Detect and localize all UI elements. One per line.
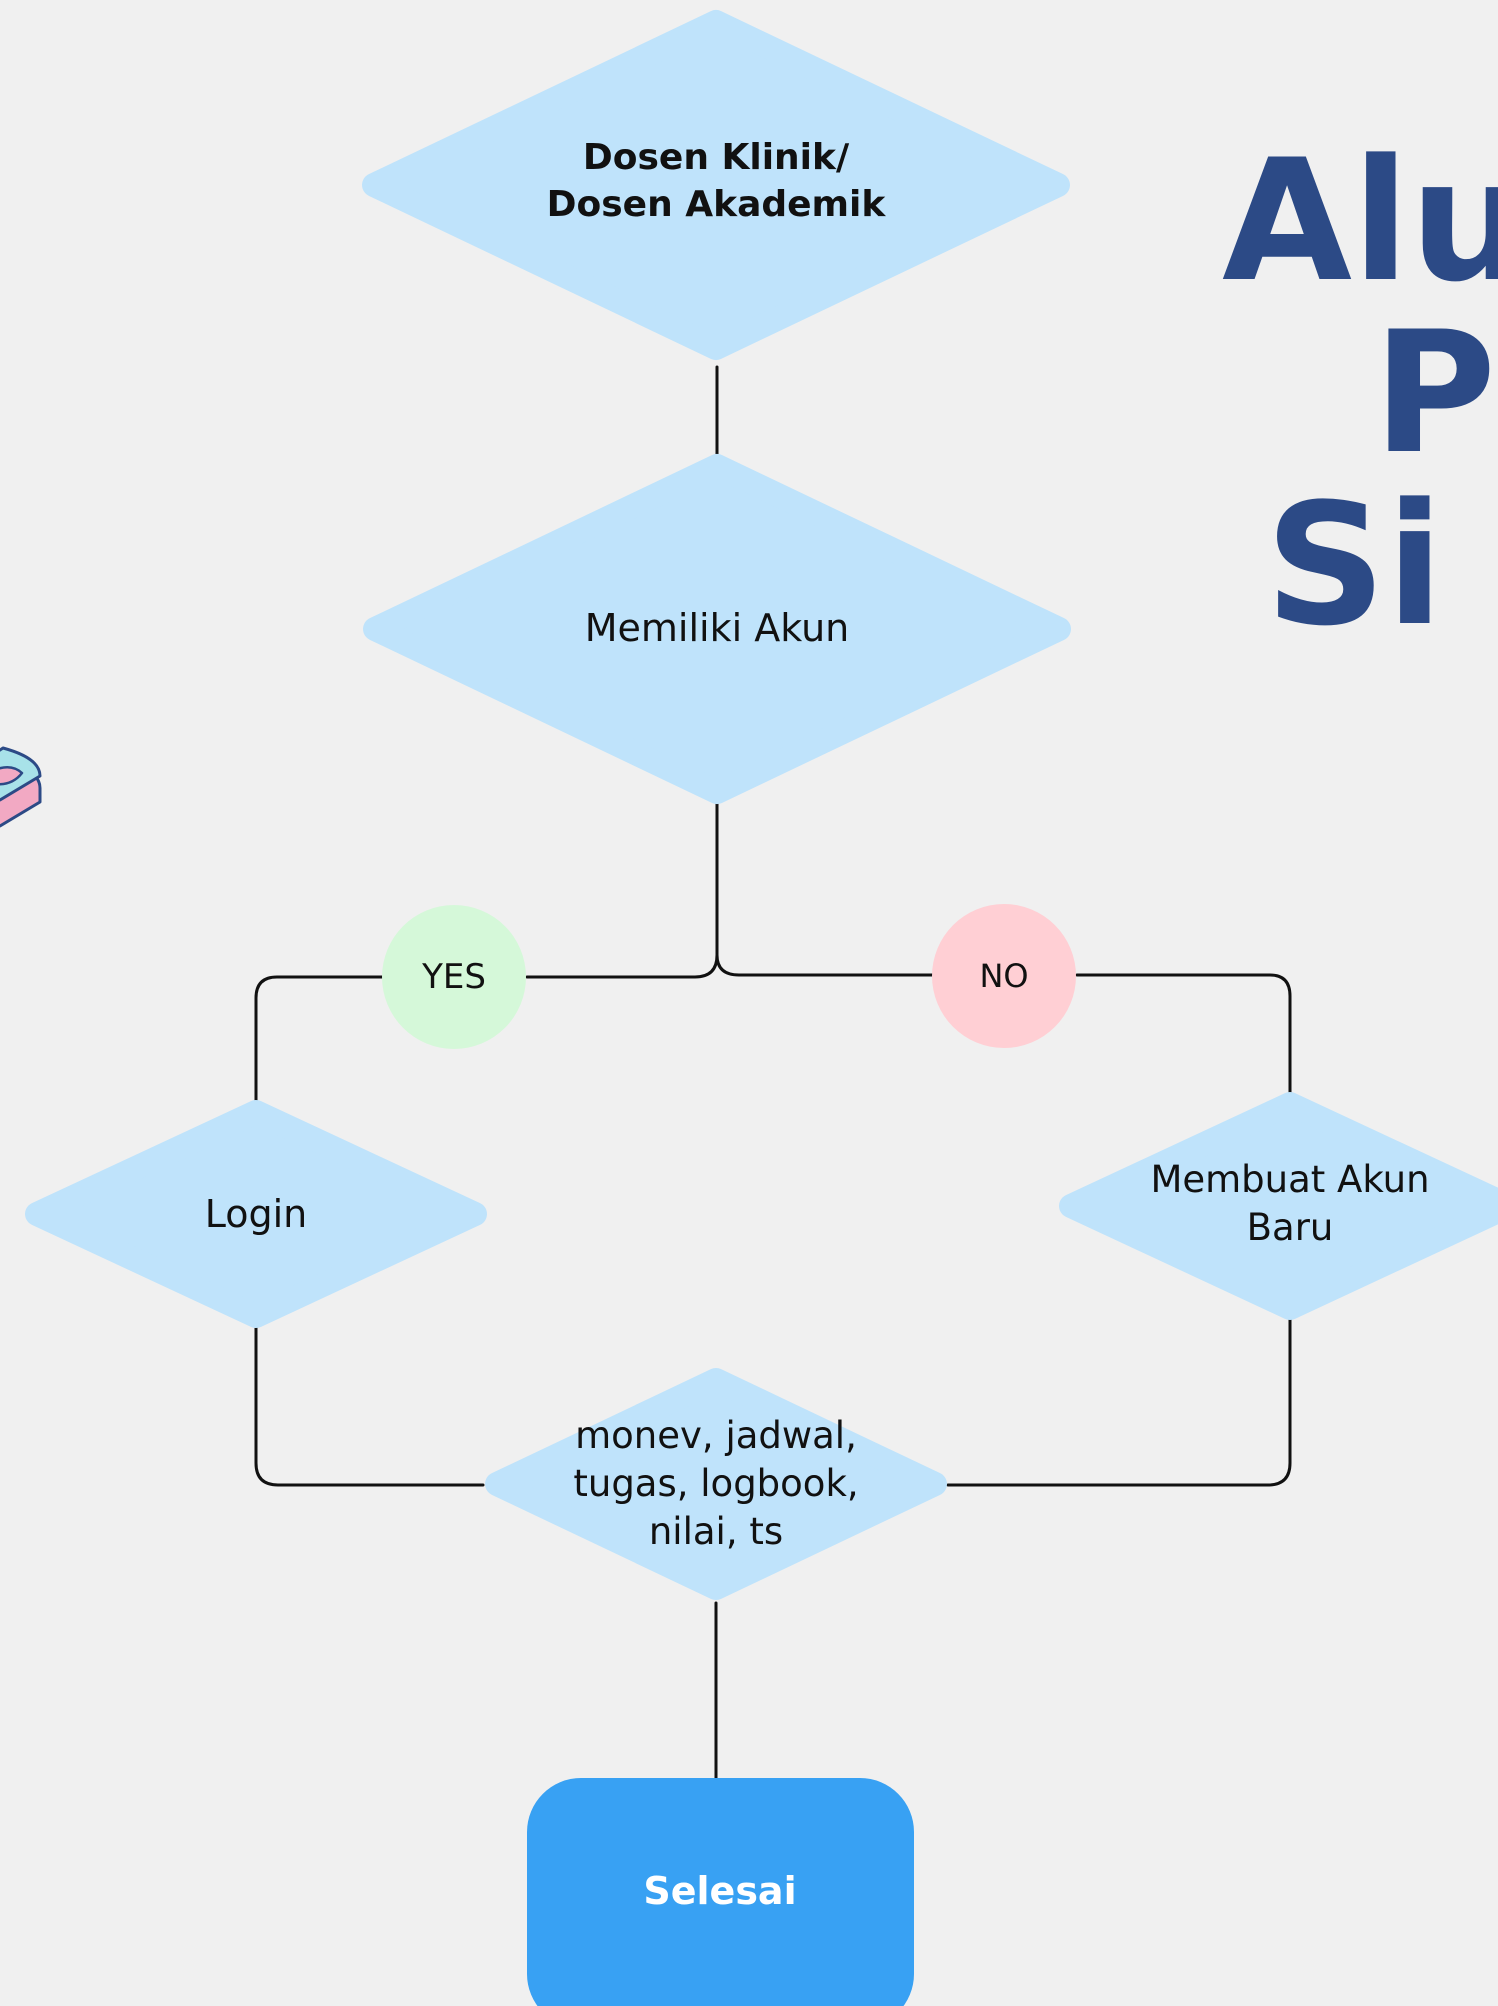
decision-node — [363, 454, 1071, 804]
start-label: Dosen Klinik/ Dosen Akademik — [546, 137, 886, 225]
create-account-node — [1059, 1092, 1498, 1320]
features-label: monev, jadwal, tugas, logbook, nilai, ts — [573, 1414, 859, 1553]
end-label: Selesai — [643, 1869, 797, 1913]
connector-no-create — [1075, 973, 1292, 1097]
layers-icon — [0, 746, 42, 828]
yes-label: YES — [422, 957, 486, 997]
end-node — [527, 1778, 914, 2006]
no-label: NO — [979, 957, 1029, 995]
no-badge — [932, 904, 1076, 1048]
connector-yes-login — [254, 975, 384, 1105]
yes-badge — [382, 905, 526, 1049]
connector-decision-yes — [525, 798, 719, 979]
connector-create-features — [946, 1316, 1292, 1487]
title-line-2: P — [1373, 295, 1497, 491]
title-line-1: Alu — [1222, 135, 1498, 319]
page-title: Alu P Si C — [1208, 135, 1498, 651]
connector-decision-no — [715, 953, 934, 977]
login-label: Login — [204, 1192, 308, 1236]
features-node — [485, 1368, 947, 1600]
start-node — [362, 10, 1070, 360]
decision-label: Memiliki Akun — [584, 606, 850, 650]
connector-login-features — [254, 1325, 485, 1487]
login-node — [25, 1100, 487, 1328]
title-line-3: Si C — [1265, 467, 1498, 651]
create-account-label: Membuat Akun Baru — [1150, 1158, 1430, 1249]
